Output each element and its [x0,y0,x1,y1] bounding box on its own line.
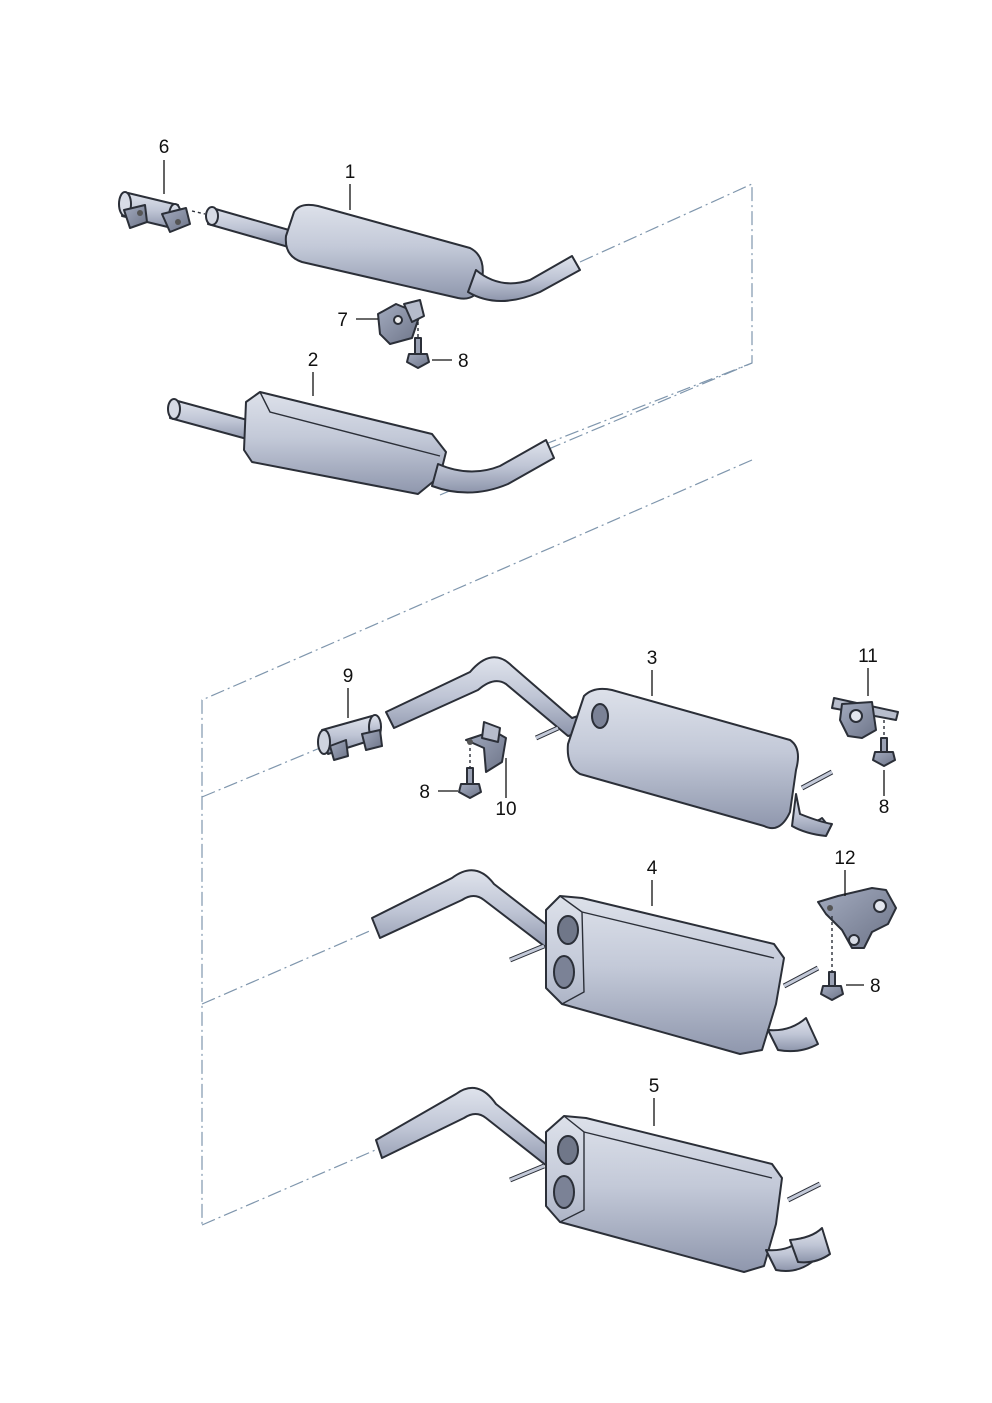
ref-line-3 [201,747,321,798]
rear-silencer-part-4 [371,869,820,1055]
ref-line-2 [542,362,753,446]
callout-12: 12 [834,848,855,869]
callout-9: 9 [343,666,354,687]
rear-silencer-part-3 [385,656,834,837]
hanger-part-12 [817,887,897,949]
callout-8-right-upper: 8 [879,797,890,818]
bolt-part-8-top [406,322,430,369]
front-silencer-part-1 [205,203,581,302]
callout-4: 4 [647,858,658,879]
callout-5: 5 [649,1076,660,1097]
bolt-part-8-right-upper [872,720,896,767]
callout-labels: 6 1 7 8 2 9 3 11 8 10 8 4 12 8 5 [159,137,890,1097]
ref-line-5 [201,1147,381,1226]
callout-8-right-lower: 8 [870,976,881,997]
clamp-part-9 [317,714,383,761]
callout-11: 11 [858,646,878,667]
group-outline-left [201,459,753,1225]
callout-1: 1 [345,162,356,183]
clamp-part-6 [118,191,206,233]
callout-8-middle: 8 [419,782,430,803]
callout-2: 2 [308,350,319,371]
group-outline-top [439,183,753,496]
bracket-part-7 [377,299,425,345]
bolt-part-8-middle [458,748,482,799]
callout-6: 6 [159,137,170,158]
leader-lines [163,160,885,1126]
bolt-part-8-right-lower [820,916,844,1001]
front-silencer-part-2 [167,391,555,495]
callout-10: 10 [495,799,516,820]
callout-3: 3 [647,648,658,669]
ref-line-4 [201,929,373,1005]
reference-lines [201,183,753,1226]
callout-7: 7 [337,310,348,331]
hanger-part-11 [831,697,899,739]
callout-8-top: 8 [458,351,469,372]
bracket-part-10 [465,721,507,773]
rear-silencer-part-5 [375,1086,831,1273]
